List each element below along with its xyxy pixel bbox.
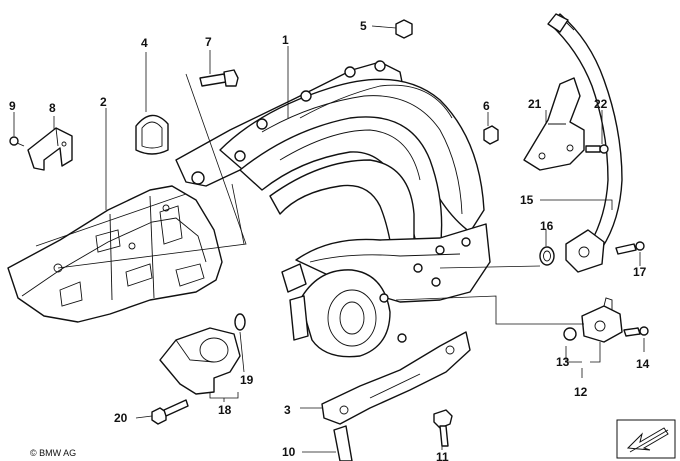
part-8-bracket[interactable] — [27, 127, 73, 171]
part-22-screw[interactable] — [585, 144, 609, 154]
callout-10[interactable]: 10 — [282, 445, 296, 459]
callout-5[interactable]: 5 — [360, 19, 367, 33]
callout-13[interactable]: 13 — [556, 355, 570, 369]
callout-8[interactable]: 8 — [49, 101, 56, 115]
callout-2[interactable]: 2 — [100, 95, 107, 109]
callout-7[interactable]: 7 — [205, 35, 212, 49]
callout-21[interactable]: 21 — [528, 97, 542, 111]
orientation-arrow-icon — [616, 419, 676, 459]
callout-1[interactable]: 1 — [282, 33, 289, 47]
part-13-o-ring[interactable] — [563, 327, 577, 341]
callout-18[interactable]: 18 — [218, 403, 232, 417]
pipe-connector[interactable] — [565, 229, 605, 273]
callout-15[interactable]: 15 — [520, 193, 534, 207]
part-21-bracket[interactable] — [523, 77, 585, 171]
copyright-text: © BMW AG — [30, 448, 76, 458]
callout-4[interactable]: 4 — [141, 36, 148, 50]
callout-22[interactable]: 22 — [594, 97, 608, 111]
callout-16[interactable]: 16 — [540, 219, 554, 233]
part-19-o-ring[interactable] — [234, 313, 246, 331]
part-1-intake-manifold[interactable] — [175, 60, 491, 358]
part-10-stud[interactable] — [333, 425, 353, 461]
callout-11[interactable]: 11 — [436, 450, 449, 461]
callout-labels: 1 2 3 4 5 6 7 8 9 10 11 12 13 14 15 16 1… — [9, 19, 650, 461]
part-11-bolt[interactable] — [433, 409, 453, 447]
part-7-bolt[interactable] — [199, 69, 239, 87]
part-17-bolt[interactable] — [615, 241, 645, 255]
part-6-nut[interactable] — [483, 125, 499, 145]
callout-17[interactable]: 17 — [633, 265, 647, 279]
part-3-bracket[interactable] — [321, 331, 471, 425]
part-12-sensor[interactable] — [581, 297, 623, 343]
callout-12[interactable]: 12 — [574, 385, 588, 399]
callout-3[interactable]: 3 — [284, 403, 291, 417]
part-16-o-ring[interactable] — [539, 246, 555, 266]
callout-19[interactable]: 19 — [240, 373, 254, 387]
part-4-gasket[interactable] — [135, 114, 169, 155]
part-2-cover[interactable] — [7, 185, 223, 323]
part-20-bolt[interactable] — [151, 399, 189, 425]
part-9-screw[interactable] — [9, 136, 25, 147]
part-5-nut[interactable] — [395, 19, 413, 39]
callout-9[interactable]: 9 — [9, 99, 16, 113]
part-18-component[interactable] — [159, 327, 241, 395]
callout-20[interactable]: 20 — [114, 411, 128, 425]
leader-lines — [13, 25, 645, 453]
callout-14[interactable]: 14 — [636, 357, 650, 371]
part-14-bolt[interactable] — [623, 326, 649, 337]
callout-6[interactable]: 6 — [483, 99, 490, 113]
